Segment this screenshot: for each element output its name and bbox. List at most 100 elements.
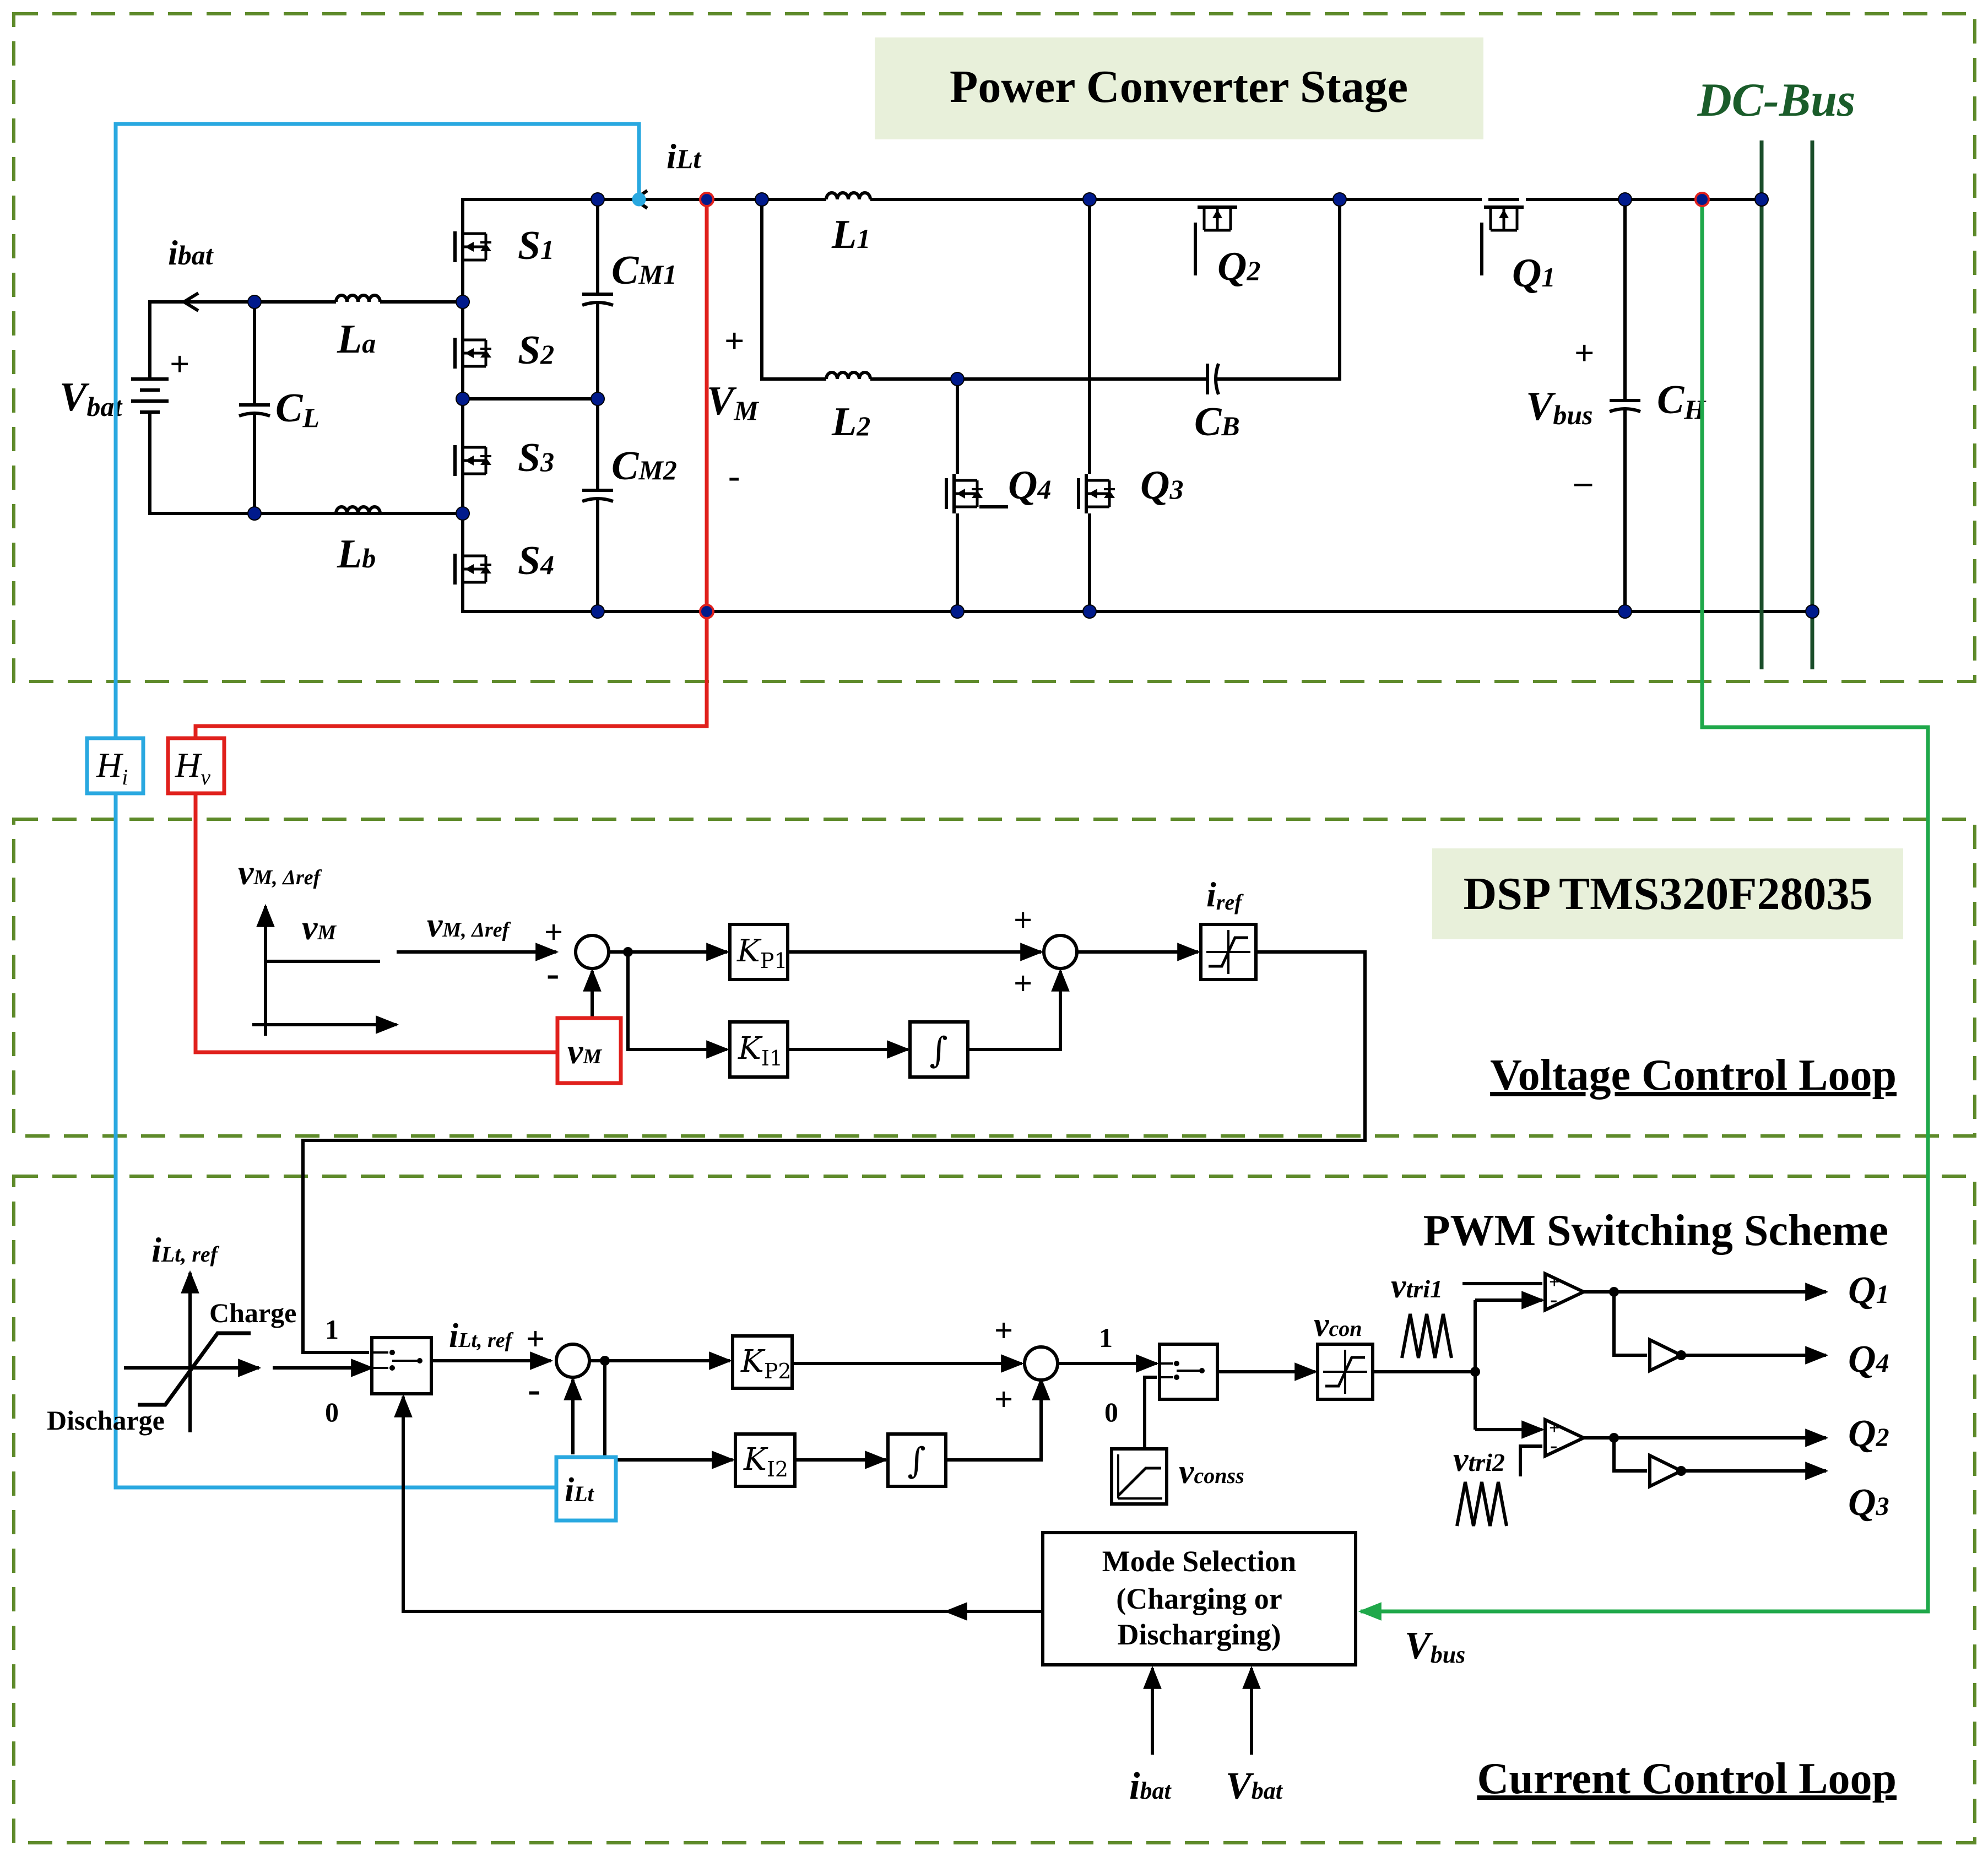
dsp-title: DSP TMS320F28035 [1464,868,1873,919]
label-s2: S2 [518,328,554,373]
label-vm: VM [707,378,759,426]
sum2-plus-top: + [1014,902,1032,938]
label-ibat: ibat [168,233,214,272]
label-q3: Q3 [1140,463,1183,508]
svg-text:+: + [1549,1272,1559,1292]
sum4-plus-top: + [994,1312,1013,1349]
label-kp2: KP2 [740,1344,792,1383]
label-q4: Q4 [1008,463,1051,508]
inductor-l2-icon [826,372,870,379]
ilt-feedback-block [554,1455,618,1523]
switch-s2-icon [455,333,491,373]
bus-voltage-sense-wire [1358,199,1930,1621]
capacitor-cm2-icon [582,490,613,501]
label-vtri1: vtri1 [1391,1268,1443,1305]
voltage-pi-sum [1042,934,1079,970]
label-vm-plus: + [724,321,744,360]
label-vm-step-high: vM, Δref [427,905,511,944]
battery-icon [131,377,169,414]
capacitor-cl-icon [239,405,270,416]
voltage-loop-title: Voltage Control Loop [1490,1051,1897,1100]
kp2-block [731,1334,794,1390]
voltage-loop-border [12,818,1976,1138]
power-stage-border [12,12,1976,683]
switch-input-one: 1 [325,1314,339,1345]
voltage-sense-wire-lower [193,793,557,1054]
current-loop-border [12,1175,1976,1844]
input-vbat: Vbat [1226,1765,1283,1808]
label-s1: S1 [518,223,554,268]
label-iref: iref [1206,875,1244,915]
power-converter-circuit: ibat Vbat + CL La Lb S1 S2 S3 S4 CM1 CM2… [59,137,1819,669]
ramp-icon [1110,1447,1168,1506]
sum3-plus: + [526,1321,545,1357]
voltage-control-loop: vM, Δref vM vM, Δref + - vM KP1 KI1 ∫ + … [238,853,1897,1354]
input-ibat: ibat [1129,1765,1172,1808]
label-l2: L2 [831,399,870,445]
label-ki1: KI1 [738,1031,783,1070]
inverter-2-icon [1648,1453,1685,1489]
comparator-2-icon: + - [1543,1417,1588,1459]
label-q1: Q1 [1512,251,1555,296]
mode-selection-line2: (Charging or [1116,1582,1282,1615]
ki1-block [728,1020,789,1079]
label-hv: Hv [175,745,210,789]
label-vbus-plus: + [1574,333,1594,372]
section-borders [12,12,1976,1844]
label-discharge: Discharge [47,1405,165,1436]
label-vconss: vconss [1179,1453,1244,1491]
label-vm-step-low: vM [302,908,337,947]
pwm-scheme-title-text: PWM Switching Scheme [1423,1206,1888,1255]
output-q2: Q2 [1848,1413,1889,1455]
switch-input-zero: 0 [325,1397,339,1427]
sum1-minus: - [546,953,559,995]
sum1-plus: + [544,914,563,950]
label-charge: Charge [209,1297,296,1328]
inverter-1-icon [1648,1337,1685,1373]
label-s4: S4 [518,538,554,583]
current-control-loop: iLt, ref Charge Discharge 1 0 iLt, ref +… [47,1206,1897,1808]
label-vcon: vcon [1314,1306,1362,1344]
current-error-sum [555,1343,591,1379]
label-ilt: iLt [667,137,702,176]
sum3-minus: - [528,1368,540,1411]
label-cl: CL [275,386,319,433]
label-int1: ∫ [929,1030,947,1071]
output-q4: Q4 [1848,1338,1889,1381]
iref-limiter-icon [1201,924,1256,980]
dc-bus-label: DC-Bus [1697,73,1856,126]
mode-selection-line3: Discharging) [1118,1618,1281,1651]
voltage-sensor-hv [166,736,226,796]
svg-text:+: + [1549,1418,1559,1438]
label-ilt-ref-axis: iLt, ref [151,1230,220,1269]
label-cm2: CM2 [611,443,677,489]
mode-selection-block [1041,1531,1357,1666]
mode-switch-block [370,1336,433,1395]
voltage-sense-wire [193,199,709,738]
label-cb: CB [1194,399,1240,445]
current-sense-wire [113,122,641,738]
power-title-banner [875,37,1483,139]
vcon-limiter-icon [1318,1344,1373,1399]
output-q3: Q3 [1848,1481,1889,1524]
circuit-nodes [247,192,1819,619]
power-labels: ibat Vbat + CL La Lb S1 S2 S3 S4 CM1 CM2… [59,137,1707,583]
voltage-error-sum [574,934,610,970]
switch-q4-icon [946,474,983,513]
triangle-carrier-1-icon [1402,1314,1451,1358]
current-loop-title: Current Control Loop [1477,1755,1897,1803]
label-q2: Q2 [1217,244,1260,289]
comparator-1-icon: + - [1543,1271,1588,1313]
label-int2: ∫ [907,1441,925,1481]
triangle-carrier-2-icon [1457,1482,1507,1526]
ibat-arrow-icon [181,291,199,312]
sum4-plus-bottom: + [994,1381,1013,1417]
integrator2-block [886,1432,947,1488]
label-vm-feedback: vM [567,1032,602,1071]
inductor-l1-icon [826,193,870,199]
switch-q1-icon [1484,199,1524,230]
input-vbus: Vbus [1405,1625,1465,1668]
label-ilt-ref: iLt, ref [449,1317,514,1355]
label-hi: Hi [96,745,128,789]
